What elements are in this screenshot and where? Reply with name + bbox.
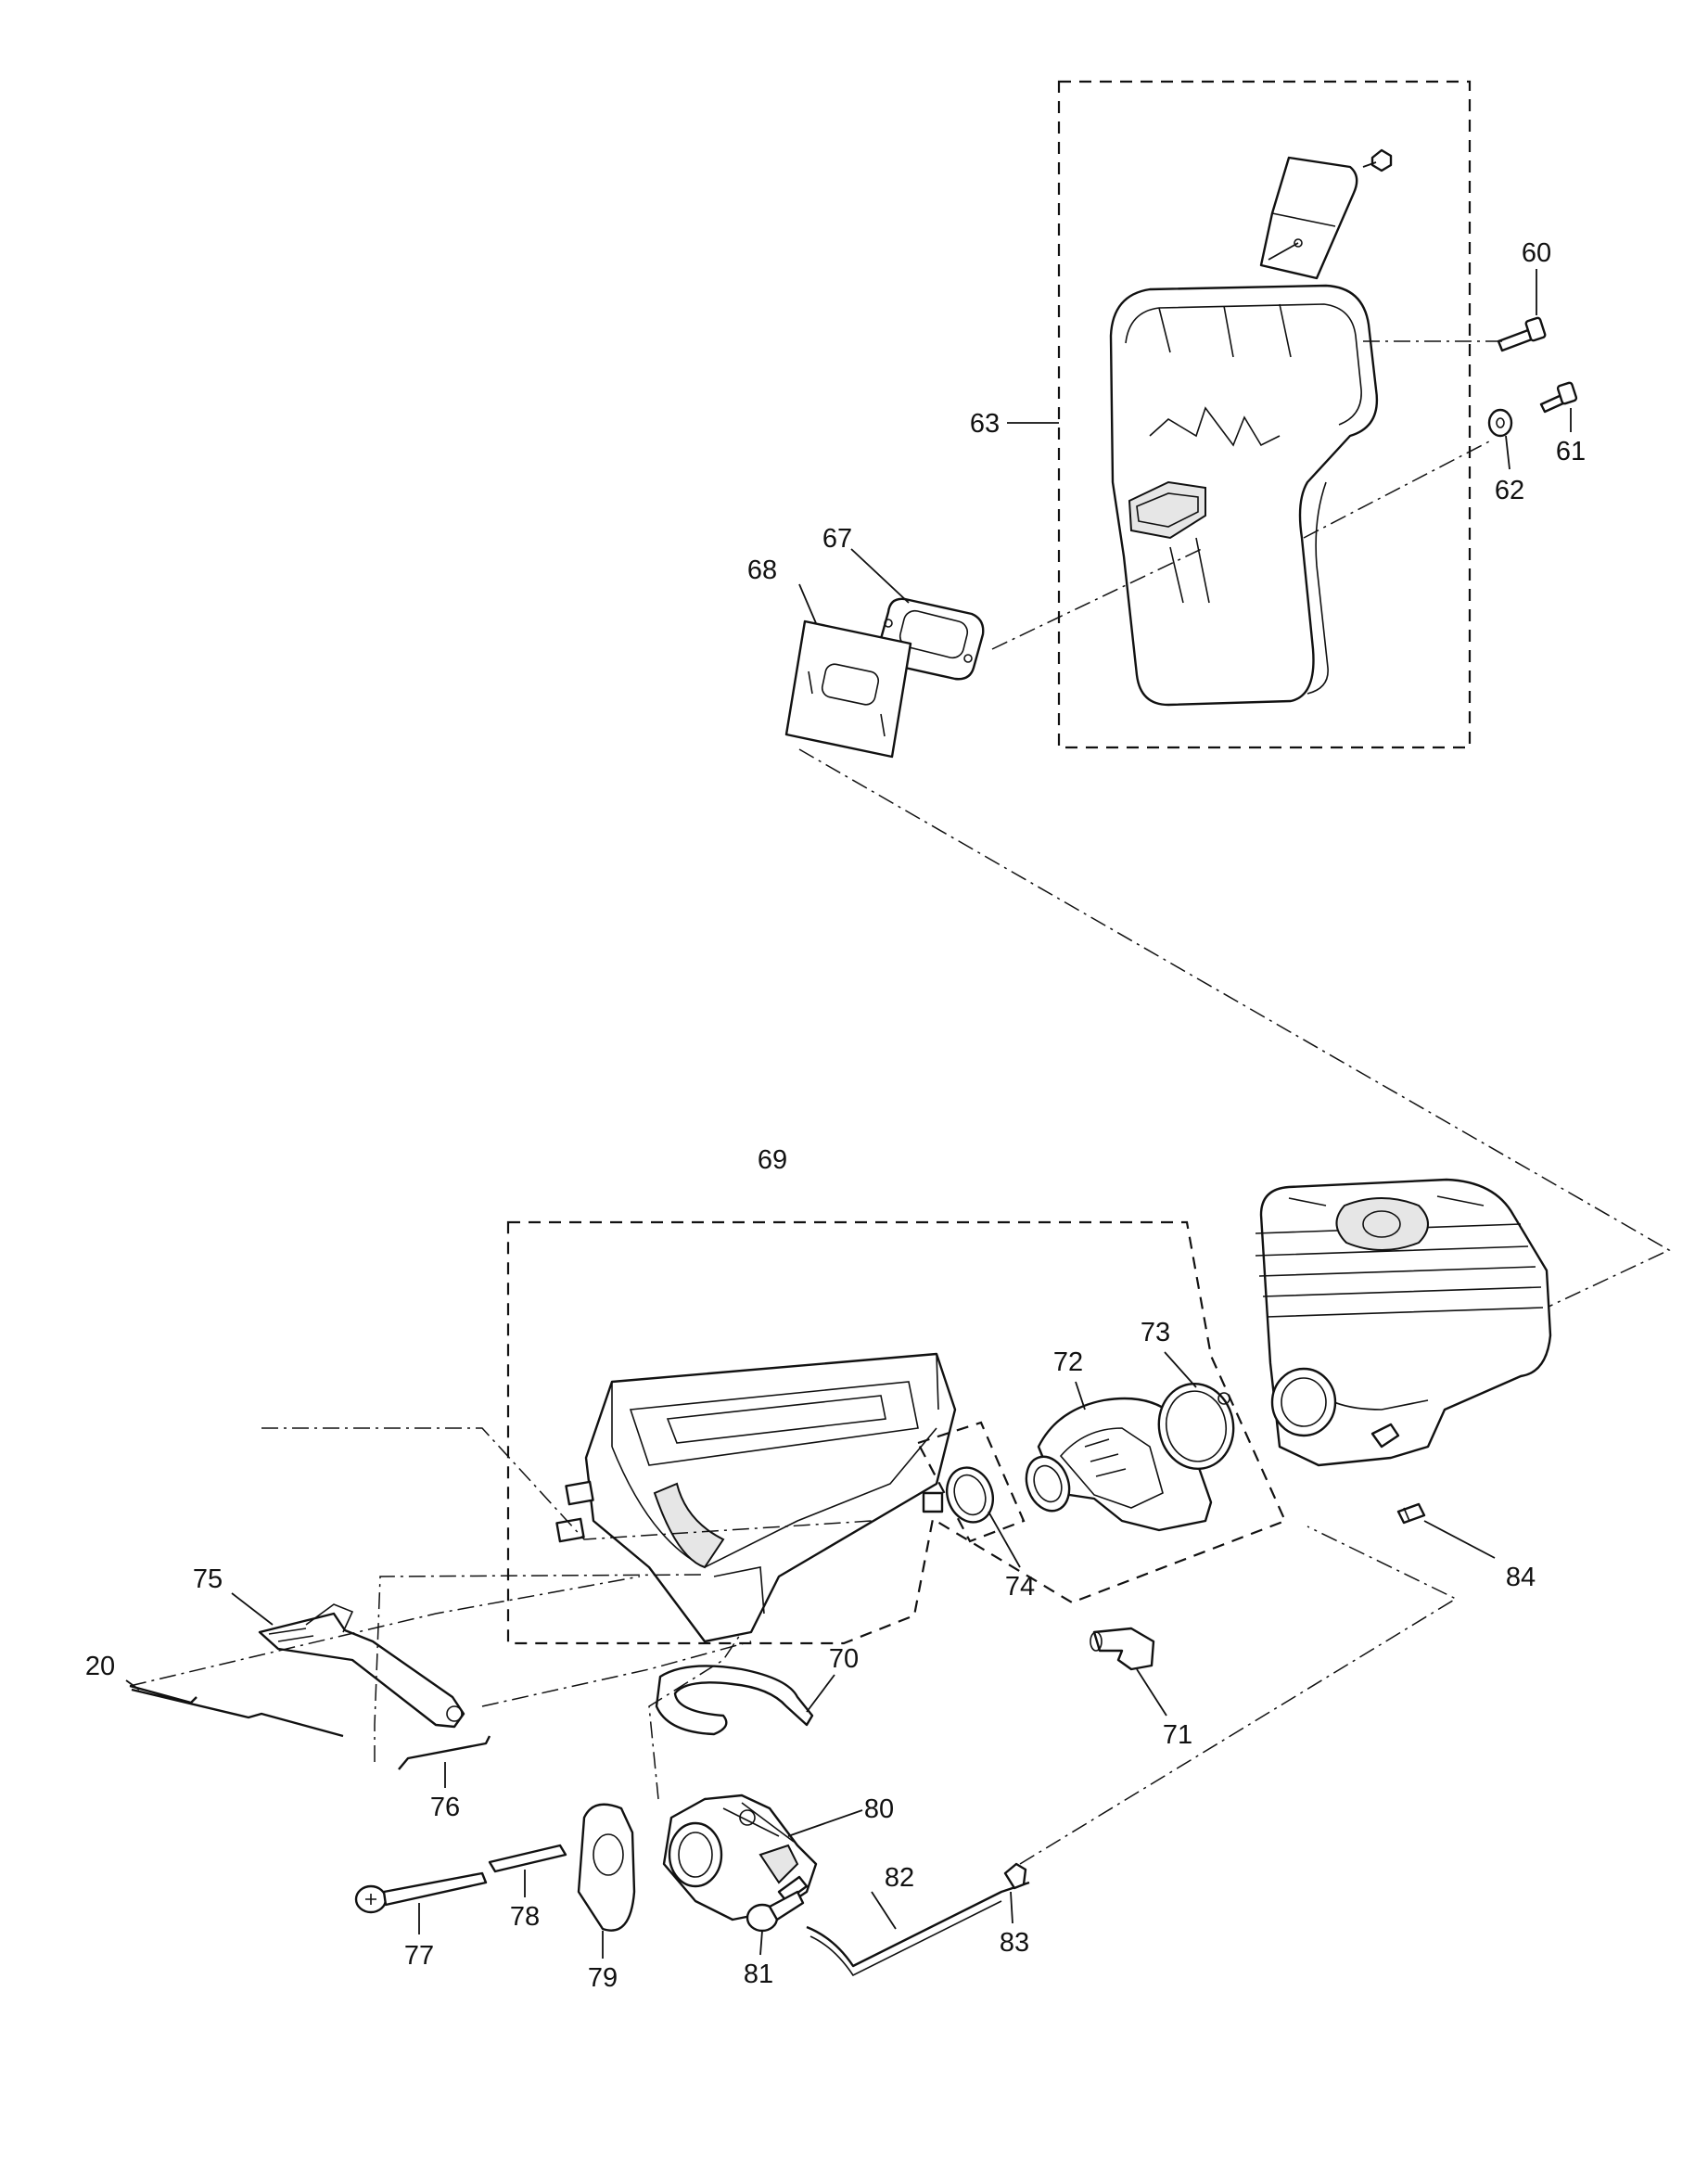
label-82: 82: [885, 1863, 914, 1893]
label-74: 74: [1005, 1572, 1035, 1602]
cylinder-intake-port: [1270, 1367, 1337, 1437]
hose-clip-81: [746, 1890, 805, 1933]
cooling-plate-68: [784, 619, 912, 759]
label-69: 69: [758, 1145, 787, 1175]
part-labels: 60 61 62 63 67 68 69 70 71 72 73 74 75 2…: [85, 238, 1586, 1993]
carburetor-80: [662, 1794, 818, 1921]
label-84: 84: [1506, 1563, 1536, 1592]
muffler-screw-61: [1539, 381, 1578, 414]
air-filter-housing: [555, 1352, 957, 1643]
seal-ring-74: [946, 1466, 994, 1524]
label-68: 68: [747, 555, 777, 585]
choke-rod-76: [398, 1735, 491, 1770]
elbow-fitting-71: [1090, 1627, 1155, 1671]
label-79: 79: [588, 1963, 618, 1993]
muffler: [1109, 284, 1379, 707]
label-83: 83: [1000, 1928, 1029, 1958]
spark-deflector: [1259, 156, 1358, 280]
hose-clamp-73: [1157, 1382, 1235, 1471]
label-70: 70: [829, 1644, 859, 1674]
muffler-assembly-boundary: [1057, 80, 1472, 749]
label-81: 81: [744, 1960, 773, 1989]
washer-62: [1487, 408, 1513, 438]
label-71: 71: [1163, 1720, 1192, 1750]
cylinder-nipple: [1370, 1423, 1400, 1449]
muffler-screw-60: [1497, 316, 1547, 352]
fuel-hose-70: [655, 1665, 814, 1736]
label-76: 76: [430, 1793, 460, 1822]
label-77: 77: [404, 1941, 434, 1971]
fuel-filter-83: [1003, 1862, 1027, 1890]
carburetor-gasket-79: [577, 1803, 636, 1932]
sleeve-78: [488, 1844, 567, 1873]
label-20: 20: [85, 1652, 115, 1681]
label-63: 63: [970, 409, 1000, 439]
label-80: 80: [864, 1794, 894, 1824]
deflector-screw: [1362, 148, 1393, 172]
label-62: 62: [1495, 476, 1524, 505]
label-60: 60: [1522, 238, 1551, 268]
label-78: 78: [510, 1902, 540, 1932]
fuel-hose-82: [806, 1881, 1030, 1968]
carburetor-bolt-77: [354, 1871, 488, 1914]
label-67: 67: [822, 524, 852, 554]
throttle-lever-75: [258, 1603, 465, 1729]
nipple-84: [1396, 1502, 1426, 1525]
label-61: 61: [1556, 437, 1586, 466]
label-73: 73: [1141, 1318, 1170, 1347]
throttle-rod-20: [129, 1684, 344, 1738]
label-72: 72: [1053, 1347, 1083, 1377]
label-75: 75: [193, 1564, 223, 1594]
